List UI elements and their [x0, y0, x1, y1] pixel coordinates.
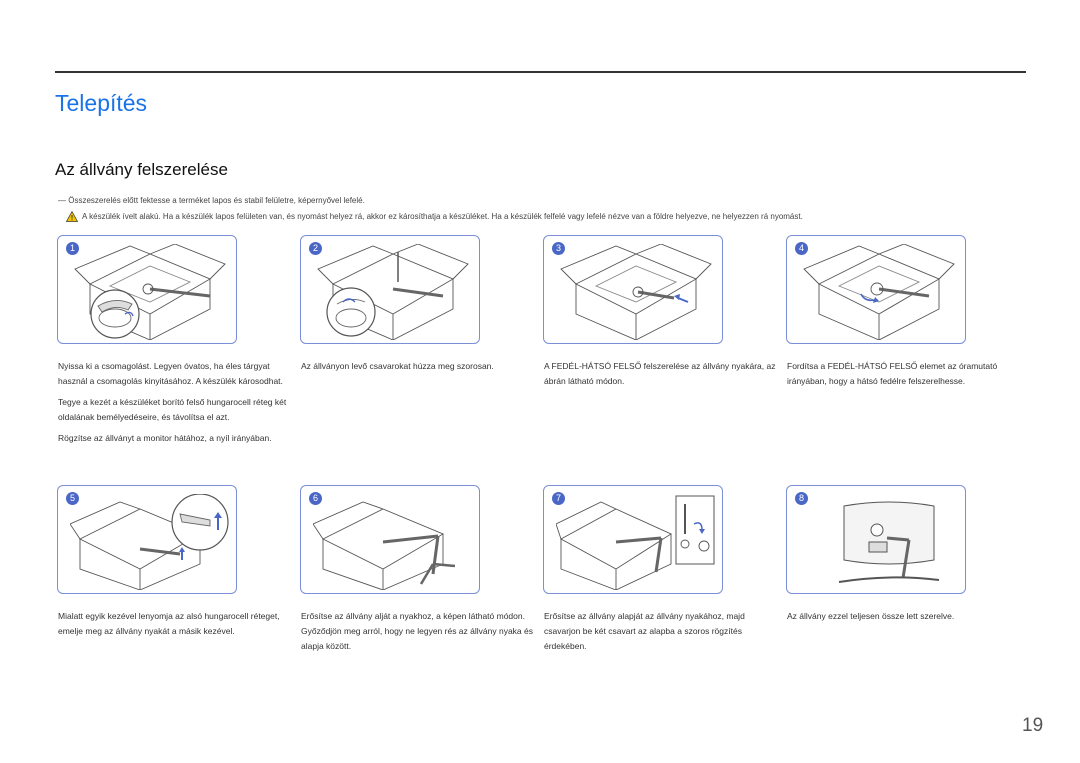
step-description: Nyissa ki a csomagolást. Legyen óvatos, …	[58, 359, 294, 452]
top-rule	[55, 71, 1026, 73]
rotate-cover-illustration	[803, 244, 955, 340]
step-illustration-frame	[57, 485, 237, 594]
step-number-badge: 2	[309, 242, 322, 255]
page-number: 19	[1022, 715, 1044, 736]
step-description: Erősítse az állvány alját a nyakhoz, a k…	[301, 609, 537, 660]
stand-attach-illustration	[74, 244, 226, 340]
page-title: Telepítés	[55, 90, 148, 116]
warning-line: A készülék ívelt alakú. Ha a készülék la…	[66, 211, 803, 222]
step-number-badge: 4	[795, 242, 808, 255]
step-illustration-frame	[786, 485, 966, 594]
step-description: Erősítse az állvány alapját az állvány n…	[544, 609, 780, 660]
step-paragraph: Nyissa ki a csomagolást. Legyen óvatos, …	[58, 361, 283, 386]
step-paragraph: Rögzítse az állványt a monitor hátához, …	[58, 433, 272, 443]
note-text: Összeszerelés előtt fektesse a terméket …	[68, 196, 365, 205]
step-number-badge: 8	[795, 492, 808, 505]
assembly-note: — Összeszerelés előtt fektesse a terméke…	[58, 196, 365, 205]
step-paragraph: Mialatt egyik kezével lenyomja az alsó h…	[58, 611, 280, 636]
assembled-monitor-illustration	[838, 501, 940, 583]
note-dash: —	[58, 196, 69, 205]
section-subtitle: Az állvány felszerelése	[55, 160, 228, 179]
step-description: Mialatt egyik kezével lenyomja az alsó h…	[58, 609, 294, 645]
rear-cover-attach-illustration	[560, 244, 712, 340]
step-paragraph: Erősítse az állvány alapját az állvány n…	[544, 611, 745, 651]
step-paragraph: Az állvány ezzel teljesen össze lett sze…	[787, 611, 955, 621]
step-illustration-frame	[543, 485, 723, 594]
step-number-badge: 3	[552, 242, 565, 255]
warning-icon	[66, 211, 78, 222]
step-paragraph: Erősítse az állvány alját a nyakhoz, a k…	[301, 611, 533, 651]
step-illustration-frame	[543, 235, 723, 344]
attach-base-illustration	[313, 501, 456, 590]
step-paragraph: A FEDÉL-HÁTSÓ FELSŐ felszerelése az állv…	[544, 361, 776, 386]
lift-neck-illustration	[70, 494, 229, 590]
step-number-badge: 7	[552, 492, 565, 505]
step-paragraph: Az állványon levő csavarokat húzza meg s…	[301, 361, 494, 371]
step-number-badge: 5	[66, 492, 79, 505]
step-description: Az állvány ezzel teljesen össze lett sze…	[787, 609, 1023, 630]
step-illustration-frame	[300, 485, 480, 594]
warning-text: A készülék ívelt alakú. Ha a készülék la…	[82, 212, 803, 221]
step-illustration-frame	[786, 235, 966, 344]
step-number-badge: 1	[66, 242, 79, 255]
step-illustration-frame	[57, 235, 237, 344]
screw-tightening-illustration	[317, 244, 469, 340]
step-paragraph: Tegye a kezét a készüléket borító felső …	[58, 397, 287, 422]
step-paragraph: Fordítsa a FEDÉL-HÁTSÓ FELSŐ elemet az ó…	[787, 361, 998, 386]
step-description: Fordítsa a FEDÉL-HÁTSÓ FELSŐ elemet az ó…	[787, 359, 1023, 395]
fasten-screws-illustration	[556, 495, 715, 590]
step-number-badge: 6	[309, 492, 322, 505]
step-description: A FEDÉL-HÁTSÓ FELSŐ felszerelése az állv…	[544, 359, 780, 395]
step-illustration-frame	[300, 235, 480, 344]
step-description: Az állványon levő csavarokat húzza meg s…	[301, 359, 537, 380]
